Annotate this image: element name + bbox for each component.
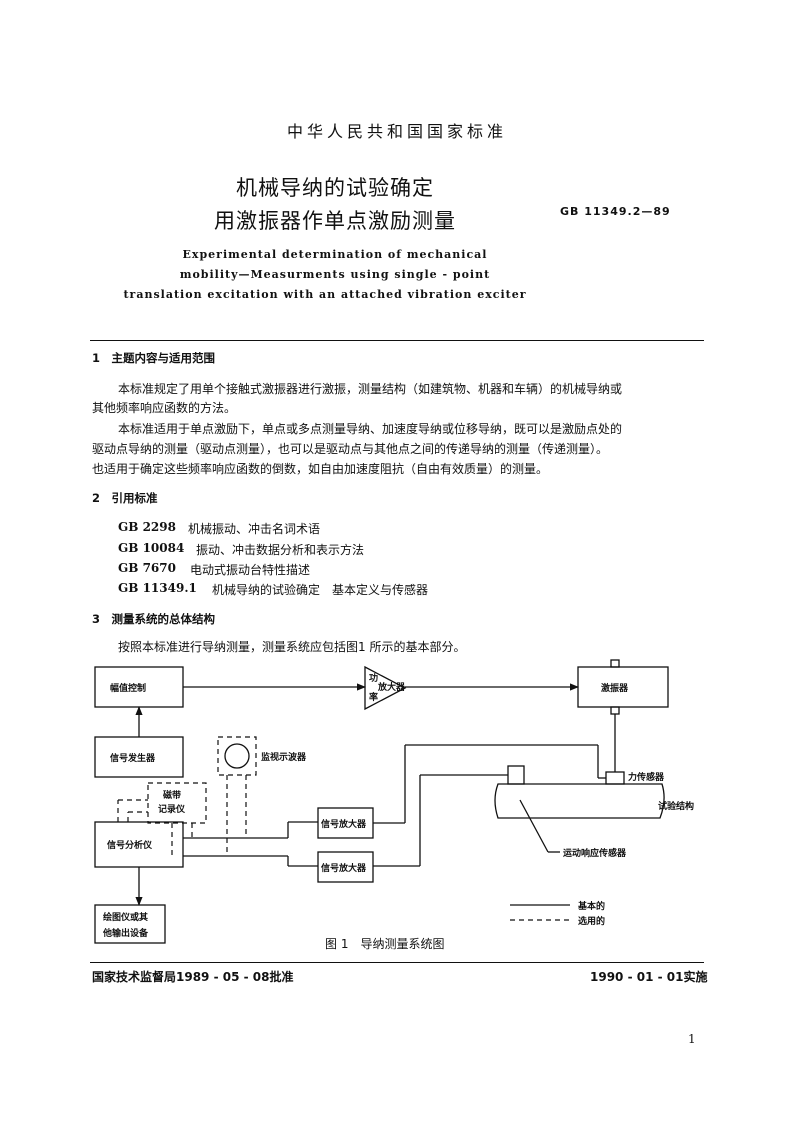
page-number: 1 (688, 1032, 696, 1046)
ref-title: 振动、冲击数据分析和表示方法 (196, 543, 365, 557)
label-plotter-2: 他输出设备 (102, 927, 149, 939)
force-sensor-block (605, 771, 625, 785)
title-line-2: 用激振器作单点激励测量 (214, 209, 456, 233)
ref-title: 机械振动、冲击名词术语 (188, 522, 321, 536)
label-test-structure: 试验结构 (658, 800, 694, 812)
label-signal-generator: 信号发生器 (110, 752, 156, 764)
section-1-para-2-line-3: 也适用于确定这些频率响应函数的倒数，如自由加速度阻抗（自由有效质量）的测量。 (92, 462, 549, 476)
monitor-scope-box (217, 736, 257, 776)
issuing-country-standard: 中华人民共和国国家标准 (286, 122, 507, 141)
label-power-amp-2: 率 (369, 691, 378, 703)
label-amplitude-control: 幅值控制 (110, 682, 146, 694)
section-1-para-2-line-1: 本标准适用于单点激励下，单点或多点测量导纳、加速度导纳或位移导纳，既可以是激励点… (118, 422, 623, 436)
footer-rule (90, 962, 704, 963)
signal-amplifier-2-box (317, 851, 374, 883)
label-monitor-scope: 监视示波器 (261, 751, 307, 763)
motion-sensor-block (507, 765, 525, 785)
ref-code: GB 7670 (118, 561, 176, 575)
section-3-para: 按照本标准进行导纳测量，测量系统应包括图1 所示的基本部分。 (118, 640, 466, 654)
label-signal-amplifier-1: 信号放大器 (321, 818, 367, 830)
label-plotter-1: 绘图仪或其 (103, 911, 148, 923)
section-3-heading: 3 测量系统的总体结构 (92, 612, 216, 626)
label-tape-recorder-1: 磁带 (163, 789, 181, 801)
approval-date: 国家技术监督局1989 - 05 - 08批准 (92, 970, 294, 984)
section-1-para-2-line-2: 驱动点导纳的测量（驱动点测量），也可以是驱动点与其他点之间的传递导纳的测量（传递… (92, 442, 609, 456)
label-signal-analyzer: 信号分析仪 (107, 839, 153, 851)
label-power-amp-3: 放大器 (377, 681, 406, 693)
section-1-para-1-line-1: 本标准规定了用单个接触式激振器进行激振，测量结构（如建筑物、机器和车辆）的机械导… (118, 382, 623, 396)
label-exciter: 激振器 (601, 682, 629, 694)
section-1-heading: 1 主题内容与适用范围 (92, 351, 216, 365)
english-title-line-2: mobility—Measurments using single - poin… (179, 268, 491, 281)
ref-title: 机械导纳的试验确定 基本定义与传感器 (212, 583, 429, 597)
ref-code: GB 10084 (118, 541, 185, 555)
test-structure-shape (494, 783, 665, 819)
english-title-line-3: translation excitation with an attached … (123, 288, 527, 301)
section-2-heading: 2 引用标准 (92, 491, 158, 505)
exciter-stinger (610, 706, 620, 715)
figure-caption: 图 1 导纳测量系统图 (325, 937, 444, 951)
tape-recorder-box (147, 782, 207, 824)
label-tape-recorder-2: 记录仪 (158, 803, 186, 815)
oscilloscope-screen-icon (224, 743, 250, 769)
plotter-box (94, 904, 166, 944)
ref-code: GB 2298 (118, 520, 176, 534)
effective-date: 1990 - 01 - 01实施 (590, 970, 708, 984)
exciter-top-cap (610, 659, 620, 668)
label-power-amp-1: 功 (369, 672, 378, 684)
legend-basic-label: 基本的 (577, 900, 605, 912)
english-title-line-1: Experimental determination of mechanical (182, 248, 488, 261)
legend-optional-label: 选用的 (578, 915, 605, 927)
title-line-1: 机械导纳的试验确定 (236, 176, 434, 200)
label-motion-sensor: 运动响应传感器 (563, 847, 627, 859)
label-force-sensor: 力传感器 (628, 771, 665, 783)
ref-title: 电动式振动台特性描述 (190, 563, 311, 577)
ref-code: GB 11349.1 (118, 581, 197, 595)
header-rule (90, 340, 704, 341)
section-1-para-1-line-2: 其他频率响应函数的方法。 (92, 401, 237, 415)
label-signal-amplifier-2: 信号放大器 (321, 862, 367, 874)
standard-number: GB 11349.2—89 (560, 205, 671, 218)
